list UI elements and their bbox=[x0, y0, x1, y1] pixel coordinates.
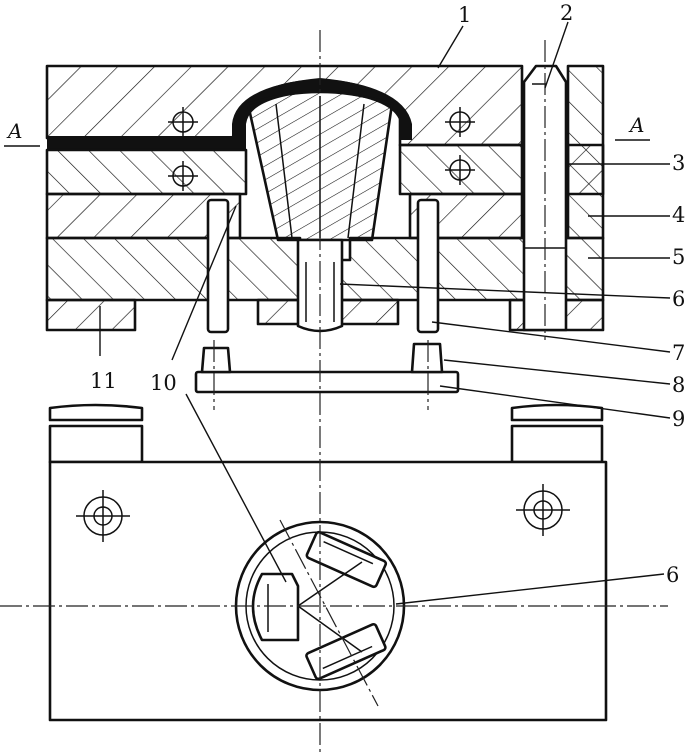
bolt-symbols-lower bbox=[76, 484, 570, 542]
bolt-symbols-upper bbox=[168, 107, 475, 191]
part-3-plate bbox=[45, 148, 248, 196]
section-mark-left: A bbox=[4, 119, 40, 147]
section-label-right: A bbox=[628, 113, 644, 137]
lower-clamp-left-b bbox=[48, 424, 144, 464]
callout-10: 10 bbox=[150, 371, 177, 395]
ejector-plate-assembly bbox=[194, 342, 460, 394]
part-8-pin-head-left bbox=[200, 346, 232, 374]
callout-11: 11 bbox=[90, 369, 117, 393]
lower-clamp-left bbox=[48, 403, 144, 422]
upper-die-section bbox=[45, 64, 605, 334]
part-7-guide-pin-right bbox=[416, 198, 440, 334]
lower-clamp-right bbox=[510, 403, 604, 422]
callout-4: 4 bbox=[672, 203, 685, 227]
part-7-guide-pin-left bbox=[206, 198, 230, 334]
blank-sheet bbox=[47, 78, 412, 150]
part-8-pin-head-right bbox=[410, 342, 444, 374]
callout-numbers: 1 2 3 4 5 6 7 8 9 10 11 6 bbox=[90, 1, 685, 587]
lower-clamp-right-b bbox=[510, 424, 604, 464]
callout-7: 7 bbox=[672, 341, 685, 365]
callout-6-plan: 6 bbox=[666, 563, 679, 587]
part-6-ejector-stem bbox=[296, 238, 344, 333]
center-lines bbox=[0, 30, 668, 756]
lower-die-plan bbox=[48, 403, 608, 722]
part-11-rail-left bbox=[45, 298, 137, 332]
callout-2: 2 bbox=[560, 1, 573, 25]
section-label-left: A bbox=[6, 119, 22, 143]
segment-lower-right bbox=[305, 623, 387, 681]
callout-1: 1 bbox=[458, 3, 471, 27]
callout-9: 9 bbox=[672, 407, 685, 431]
segment-upper-right bbox=[305, 530, 388, 589]
callout-5: 5 bbox=[672, 245, 685, 269]
callout-6: 6 bbox=[672, 287, 685, 311]
part-9-ejector-plate bbox=[194, 370, 460, 394]
section-mark-right: A bbox=[615, 113, 650, 141]
callout-8: 8 bbox=[672, 373, 685, 397]
callout-3: 3 bbox=[672, 151, 685, 175]
leader-lines bbox=[99, 21, 671, 605]
part-3-plate-right-b bbox=[566, 143, 605, 196]
segment-left bbox=[251, 572, 300, 642]
